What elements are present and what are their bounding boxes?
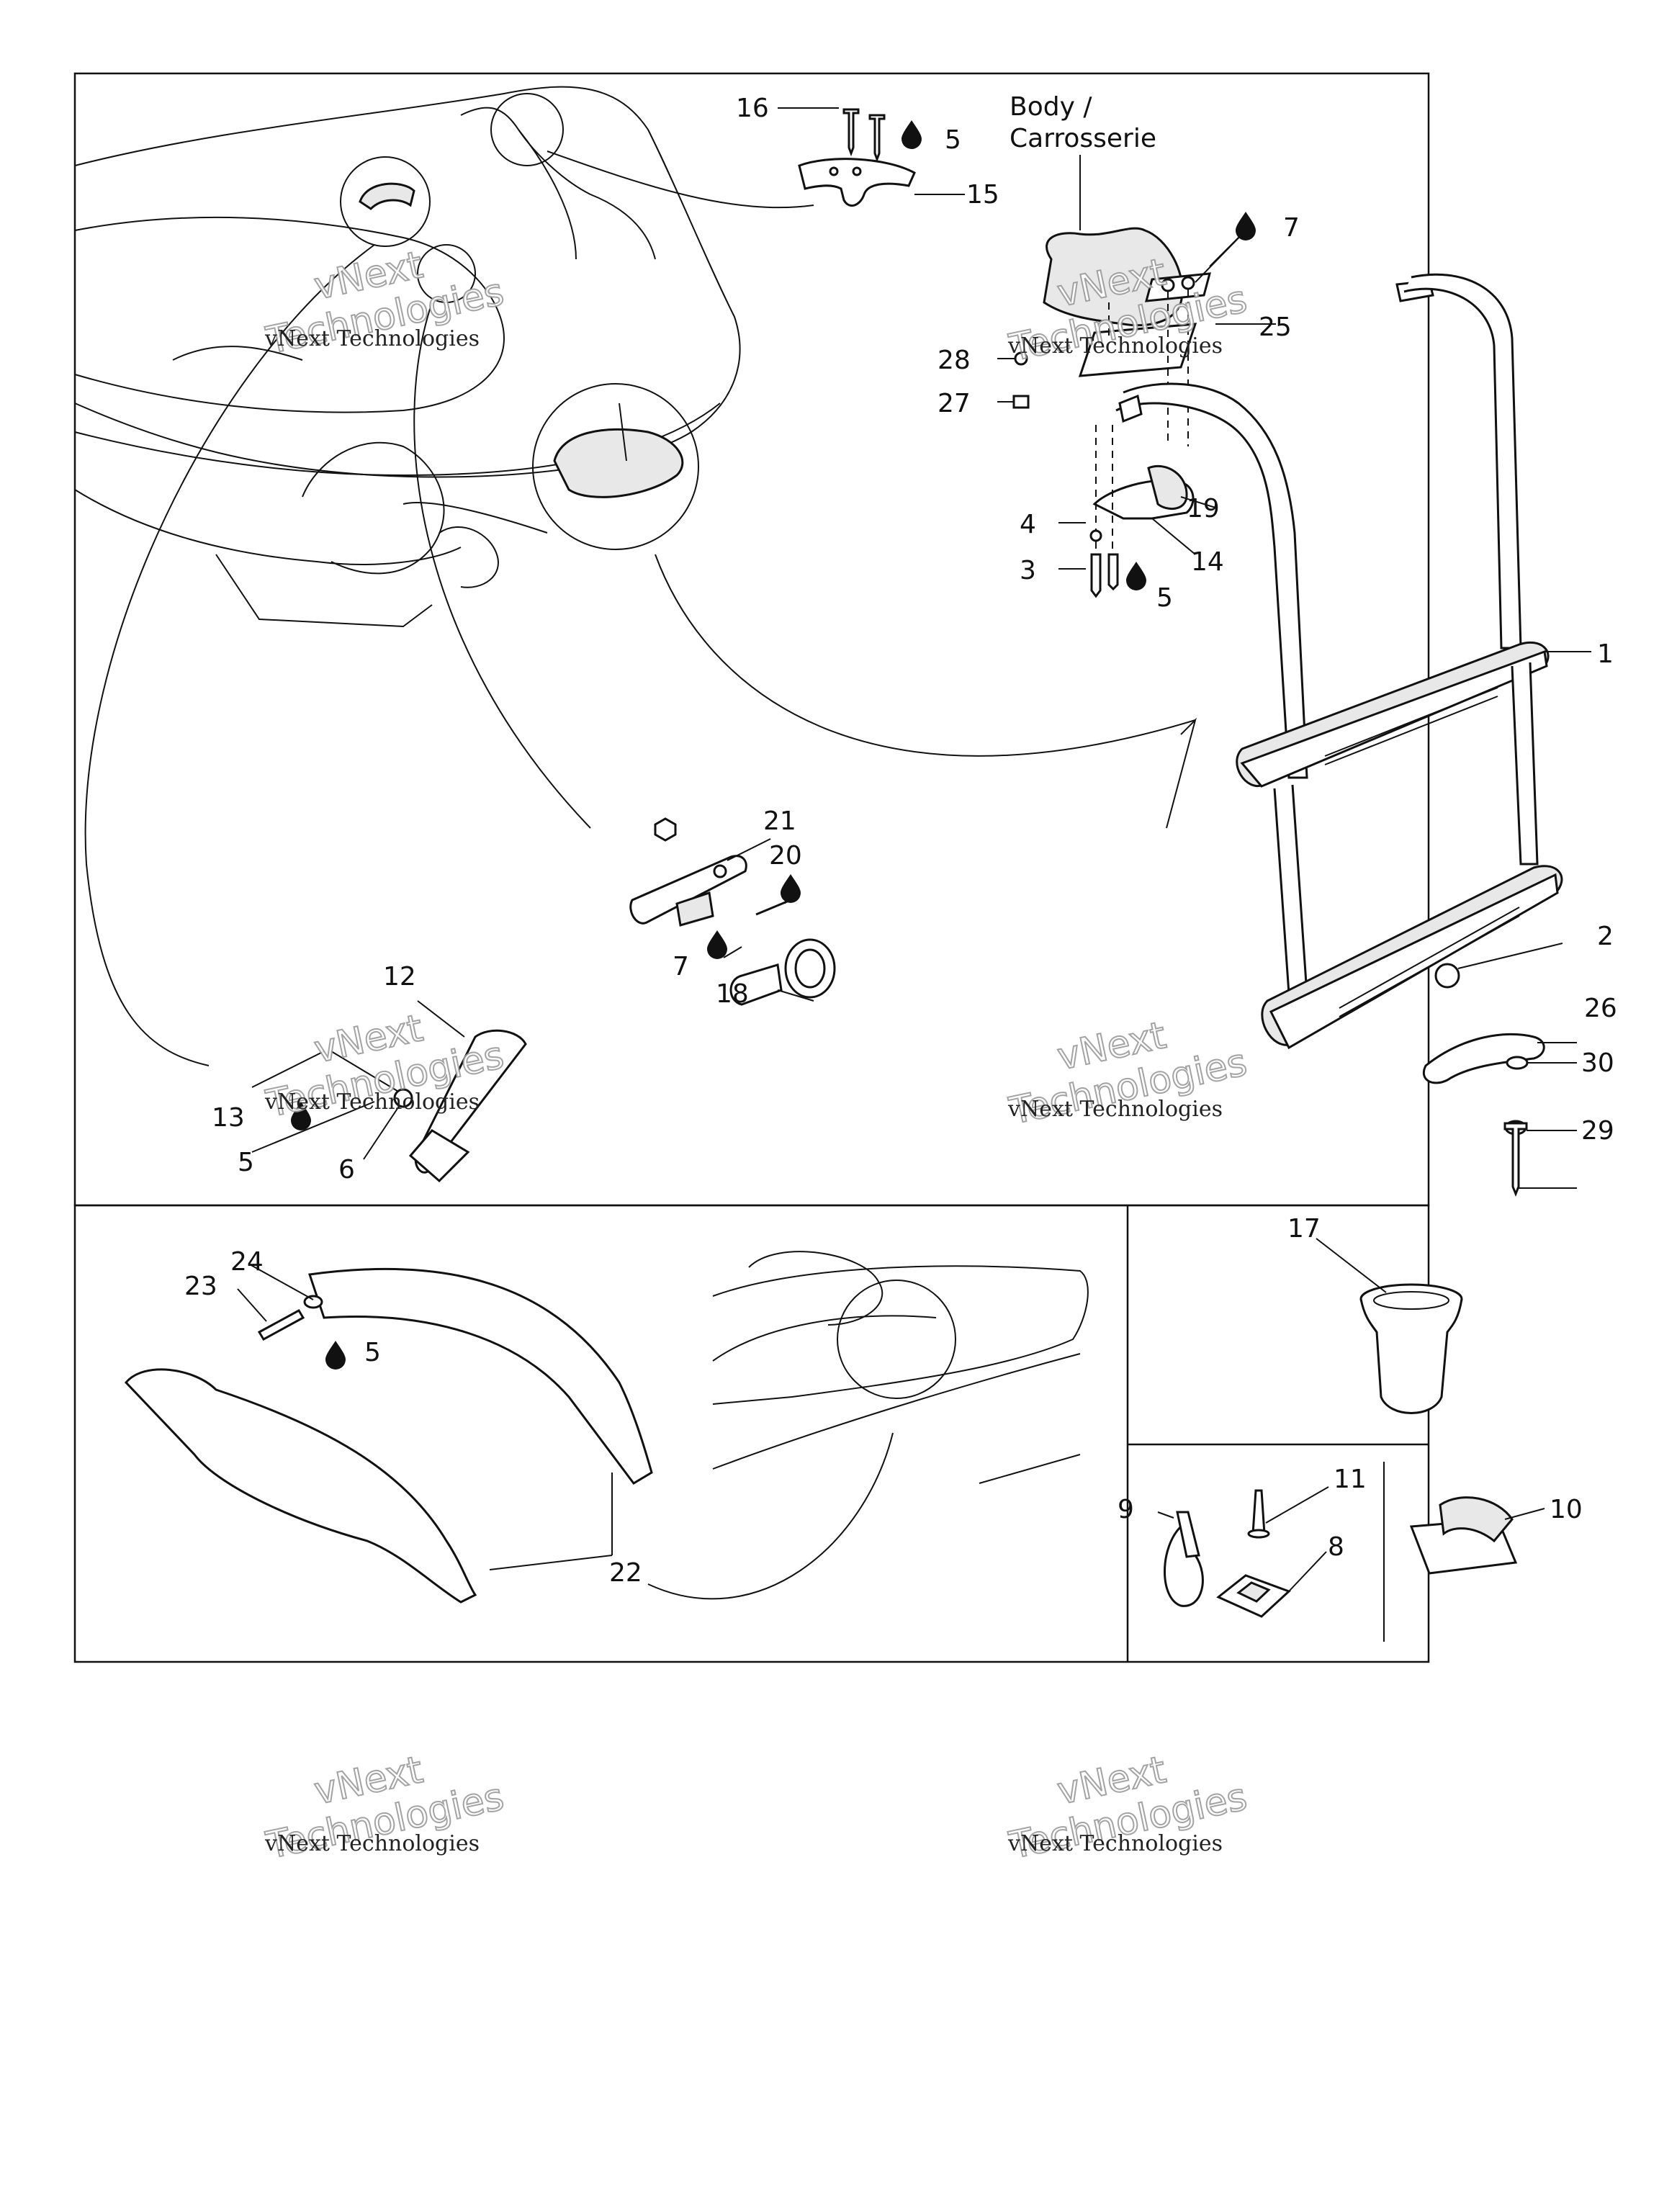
- callout-30: 30: [1581, 1048, 1614, 1078]
- callout-5: 5: [945, 125, 961, 155]
- callout-3: 3: [1020, 556, 1036, 585]
- step-hardware: [1422, 1033, 1545, 1197]
- small-fasteners: [1164, 1489, 1518, 1618]
- callout-22: 22: [609, 1558, 642, 1588]
- callout-20: 20: [769, 841, 802, 871]
- callout-29: 29: [1581, 1116, 1614, 1146]
- callout-13: 13: [212, 1103, 245, 1133]
- callout-23: 23: [184, 1272, 217, 1301]
- callout-4: 4: [1020, 510, 1036, 539]
- callout-16: 16: [736, 94, 769, 123]
- callout-15: 15: [966, 180, 999, 210]
- callout-24: 24: [230, 1247, 264, 1277]
- grab-handles: [124, 1267, 653, 1604]
- svg-text:vNext Technologies: vNext Technologies: [264, 1831, 480, 1856]
- callout-7: 7: [673, 952, 689, 981]
- leader-lines: [237, 107, 1591, 1592]
- callout-21: 21: [763, 806, 796, 836]
- callout-14: 14: [1191, 547, 1224, 577]
- callout-27: 27: [938, 389, 971, 418]
- svg-text:vNext Technologies: vNext Technologies: [1007, 1831, 1223, 1856]
- callout-6: 6: [338, 1155, 355, 1184]
- body-bracket: [1012, 227, 1212, 598]
- section-label-line1: Body /: [1010, 92, 1092, 122]
- boarding-ladder: [1115, 273, 1563, 1050]
- callout-5: 5: [364, 1338, 381, 1367]
- connector-arrows: [84, 150, 1197, 1600]
- svg-text:vNext Technologies: vNext Technologies: [264, 1089, 480, 1115]
- cleat-screws: [842, 108, 886, 163]
- callout-2: 2: [1597, 922, 1614, 951]
- callout-10: 10: [1550, 1495, 1583, 1524]
- svg-text:vNext Technologies: vNext Technologies: [1007, 1097, 1223, 1122]
- callout-7: 7: [1283, 213, 1300, 243]
- callout-19: 19: [1187, 494, 1220, 523]
- callout-12: 12: [383, 962, 416, 992]
- latch-assembly: [629, 817, 836, 1006]
- cup-holder: [1359, 1283, 1463, 1414]
- mooring-cleat: [798, 158, 916, 207]
- section-label-line2: Carrosserie: [1010, 124, 1156, 153]
- svg-text:vNext Technologies: vNext Technologies: [1007, 333, 1223, 359]
- callout-9: 9: [1118, 1495, 1134, 1524]
- watermark: Technologies vNext vNext Technologies Te…: [262, 243, 1251, 1869]
- deck-seat-view: [712, 1251, 1089, 1484]
- diagram-frame: [73, 72, 1430, 1663]
- detail-circles: [340, 93, 699, 588]
- callout-5: 5: [238, 1148, 254, 1177]
- callout-1: 1: [1597, 639, 1614, 669]
- svg-text:vNext Technologies: vNext Technologies: [264, 326, 480, 351]
- callout-18: 18: [716, 979, 749, 1009]
- callout-26: 26: [1584, 994, 1617, 1023]
- callout-8: 8: [1328, 1532, 1344, 1562]
- callout-11: 11: [1334, 1465, 1367, 1494]
- callout-17: 17: [1287, 1214, 1321, 1244]
- callout-5: 5: [1156, 583, 1173, 613]
- callout-25: 25: [1259, 313, 1292, 342]
- callout-28: 28: [938, 346, 971, 375]
- clamp-fastener: [331, 1029, 527, 1183]
